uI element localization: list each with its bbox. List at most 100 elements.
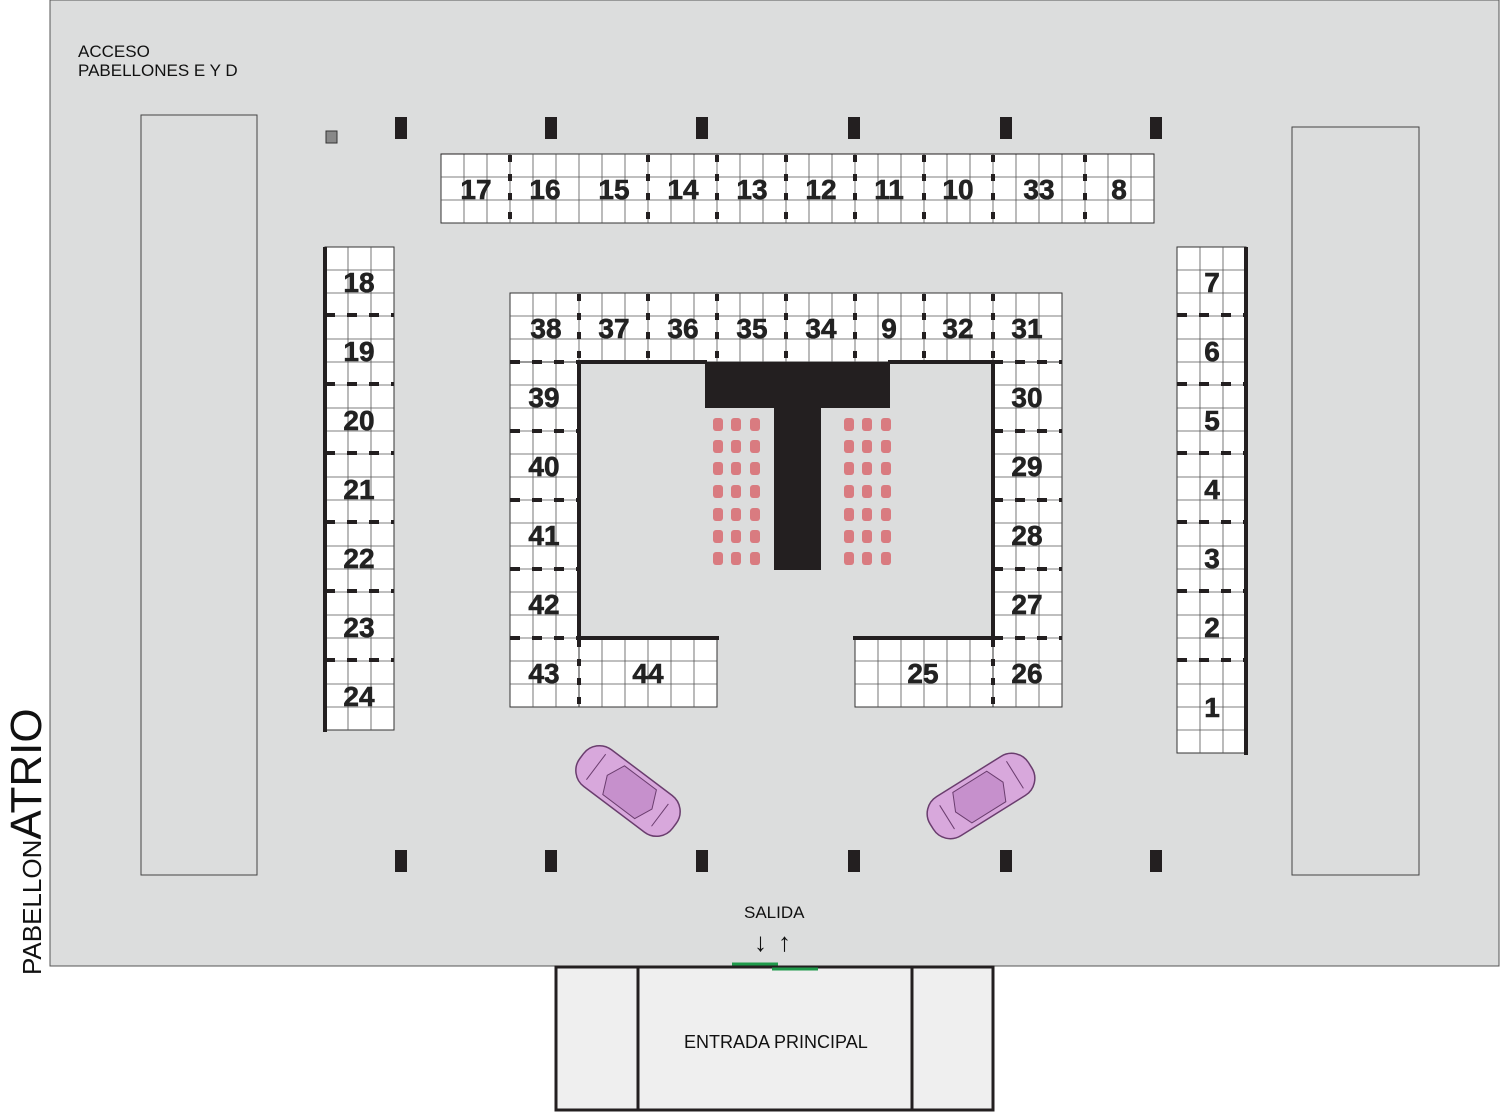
seat <box>750 508 760 521</box>
booth-number: 19 <box>343 336 374 367</box>
seat <box>862 530 872 543</box>
pillar <box>395 850 407 872</box>
booth-number: 22 <box>343 543 374 574</box>
booth-grid-inner-top <box>509 292 1063 363</box>
seat <box>881 418 891 431</box>
booth-number: 6 <box>1204 336 1220 367</box>
booth-number: 29 <box>1011 451 1042 482</box>
seat <box>731 462 741 475</box>
booth-number: 18 <box>343 267 374 298</box>
seat <box>731 485 741 498</box>
booth-number: 13 <box>736 174 767 205</box>
booth-grid-inner-right <box>992 361 1063 708</box>
booth-number: 16 <box>529 174 560 205</box>
seat <box>750 440 760 453</box>
walls <box>323 153 1248 755</box>
car-left <box>575 744 681 838</box>
arrow-up-icon: ↑ <box>778 927 791 957</box>
booth-number: 7 <box>1204 267 1220 298</box>
pillar <box>848 117 860 139</box>
seat <box>750 485 760 498</box>
booth-grids <box>324 153 1247 754</box>
seat <box>862 462 872 475</box>
seat <box>713 530 723 543</box>
booth-number: 35 <box>736 313 767 344</box>
seat <box>750 418 760 431</box>
booth-number: 10 <box>942 174 973 205</box>
pillar <box>395 117 407 139</box>
booth-number: 39 <box>528 382 559 413</box>
booth-number: 43 <box>528 658 559 689</box>
booth-number: 33 <box>1023 174 1054 205</box>
right-side-panel <box>1291 126 1420 876</box>
booth-number: 14 <box>667 174 699 205</box>
seat <box>731 418 741 431</box>
pillar <box>848 850 860 872</box>
seat <box>881 508 891 521</box>
seat <box>750 552 760 565</box>
seat <box>713 462 723 475</box>
car-right <box>926 752 1036 840</box>
booth-number: 38 <box>530 313 561 344</box>
pillar <box>696 850 708 872</box>
seat <box>881 462 891 475</box>
seat <box>731 508 741 521</box>
booth-number: 28 <box>1011 520 1042 551</box>
exit-label: SALIDA <box>744 903 805 922</box>
booth-number: 31 <box>1011 313 1042 344</box>
booth-number: 25 <box>907 658 938 689</box>
pillar <box>1150 117 1162 139</box>
pillars <box>395 117 1162 872</box>
pillar <box>545 117 557 139</box>
seat <box>713 418 723 431</box>
booth-grid-left <box>324 246 395 731</box>
seat <box>713 552 723 565</box>
booth-number: 12 <box>805 174 836 205</box>
access-label-line2: PABELLONES E Y D <box>78 61 238 80</box>
stage <box>705 362 890 570</box>
booth-number: 32 <box>942 313 973 344</box>
audience-seats <box>713 418 891 565</box>
seat <box>844 462 854 475</box>
booth-number: 34 <box>805 313 837 344</box>
seat <box>862 418 872 431</box>
seat <box>862 508 872 521</box>
booth-number: 24 <box>343 681 375 712</box>
booth-number: 41 <box>528 520 559 551</box>
access-label-line1: ACCESO <box>78 42 150 61</box>
entrance-building <box>554 965 995 1112</box>
seat <box>844 418 854 431</box>
seat <box>844 530 854 543</box>
booth-number: 36 <box>667 313 698 344</box>
seat <box>731 530 741 543</box>
booth-number: 26 <box>1011 658 1042 689</box>
seat <box>881 440 891 453</box>
seat <box>731 440 741 453</box>
arrow-down-icon: ↓ <box>754 927 767 957</box>
booth-number: 1 <box>1204 692 1220 723</box>
seat <box>713 440 723 453</box>
seat <box>844 508 854 521</box>
seat <box>750 530 760 543</box>
pillar <box>696 117 708 139</box>
seat <box>881 552 891 565</box>
booth-grid-inner-left <box>509 361 580 708</box>
small-marker <box>325 130 338 144</box>
seat <box>881 530 891 543</box>
left-side-panel <box>140 114 258 876</box>
seat <box>862 485 872 498</box>
booth-number: 17 <box>460 174 491 205</box>
seat <box>731 552 741 565</box>
booth-number: 40 <box>528 451 559 482</box>
booth-grid-inner-bottom-right <box>854 637 994 708</box>
pillar <box>1150 850 1162 872</box>
seat <box>862 440 872 453</box>
booth-number: 9 <box>881 313 897 344</box>
booth-number: 44 <box>632 658 664 689</box>
booth-number: 30 <box>1011 382 1042 413</box>
booth-number: 37 <box>598 313 629 344</box>
booth-number: 20 <box>343 405 374 436</box>
booth-number: 4 <box>1204 474 1220 505</box>
booth-number: 23 <box>343 612 374 643</box>
booth-number: 11 <box>874 174 904 205</box>
